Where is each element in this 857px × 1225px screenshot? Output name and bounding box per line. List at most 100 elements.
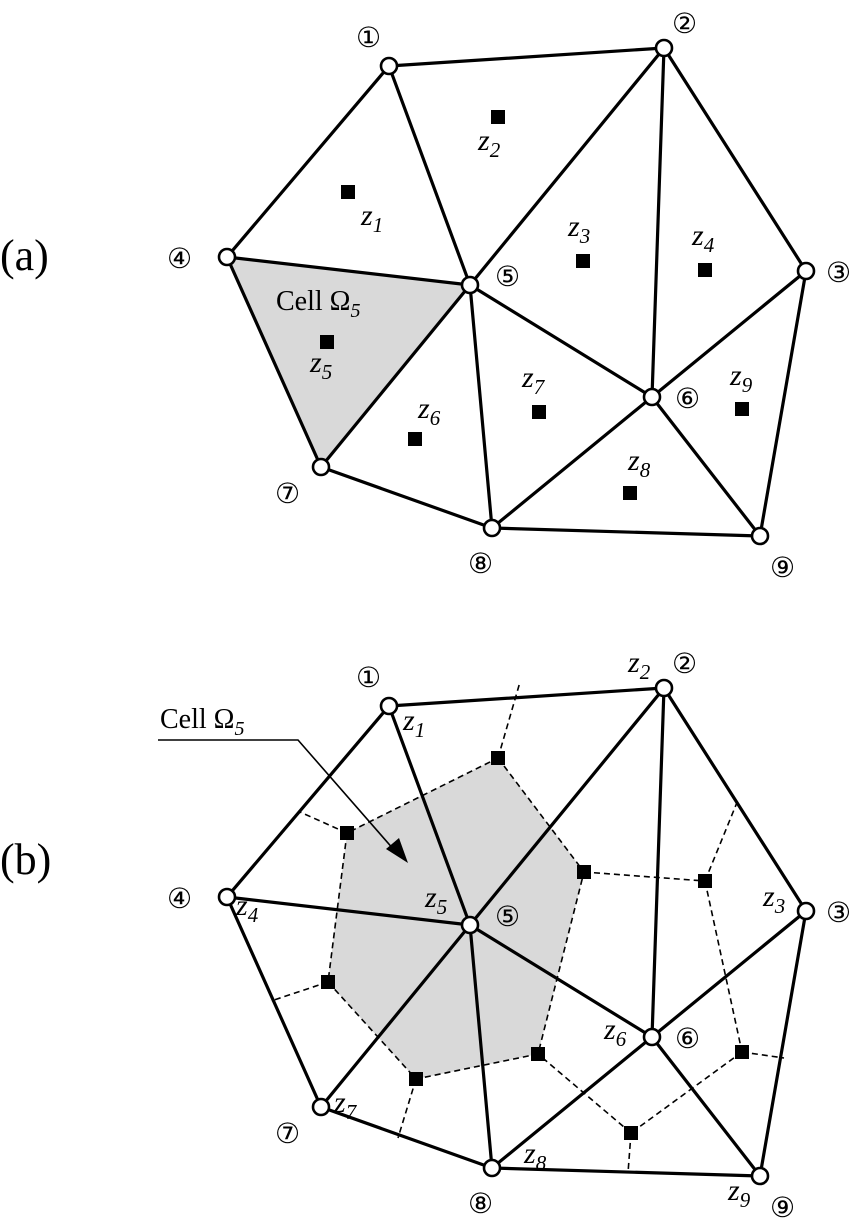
callout-leader-line bbox=[158, 739, 396, 852]
edge-2-5-a bbox=[468, 46, 666, 287]
edge-5-6-a bbox=[468, 283, 654, 399]
dual-edge-z3-to-z4 bbox=[583, 871, 706, 882]
cell-omega5-label-b: Cell Ω5 bbox=[160, 704, 244, 740]
dual-edge-z9-to-c39 bbox=[741, 1051, 785, 1059]
edge-5-7-a bbox=[319, 283, 472, 469]
mesh-edges-b bbox=[225, 686, 808, 1178]
edge-7-8-a bbox=[319, 465, 494, 530]
edge-6-8-a bbox=[490, 395, 654, 530]
nodes-a bbox=[217, 38, 816, 546]
centroid-marker-z2-b bbox=[491, 751, 505, 765]
node-4-b bbox=[217, 887, 237, 907]
centroid-marker-z3-b bbox=[577, 865, 591, 879]
centroid-marker-z6-a bbox=[408, 432, 422, 446]
z-label-5-b: z5 bbox=[424, 881, 447, 919]
mesh-edges-a bbox=[225, 46, 808, 538]
nodes-b bbox=[217, 678, 816, 1186]
dual-edge-z9-to-z8 bbox=[630, 1051, 743, 1134]
dual-edge-z8-to-c89 bbox=[627, 1132, 632, 1174]
edge-1-5-b bbox=[387, 704, 472, 927]
dual-edge-z6-to-c78 bbox=[397, 1078, 417, 1139]
edge-8-9-a bbox=[490, 526, 762, 538]
dual-edge-z4-to-c23 bbox=[704, 799, 739, 882]
node-number-labels-b: ① ② ③ ④ ⑤ ⑥ ⑦ ⑧ ⑨ bbox=[167, 647, 851, 1224]
edge-5-8-a bbox=[468, 283, 494, 530]
node-number-1-a: ① bbox=[356, 21, 381, 54]
edge-5-8-b bbox=[468, 923, 494, 1170]
edge-4-5-a bbox=[225, 255, 472, 287]
centroid-marker-z4-b bbox=[698, 874, 712, 888]
edge-1-2-a bbox=[387, 46, 666, 68]
edge-8-9-b bbox=[490, 1166, 762, 1178]
node-2-b bbox=[654, 678, 674, 698]
cell-omega5-callout-b: Cell Ω5 bbox=[158, 704, 408, 863]
node-number-1-b: ① bbox=[356, 661, 381, 694]
centroid-marker-z9-a bbox=[735, 402, 749, 416]
centroid-marker-z7-a bbox=[532, 405, 546, 419]
centroid-marker-z1-b bbox=[340, 826, 354, 840]
node-5-b bbox=[460, 915, 480, 935]
edge-4-7-a bbox=[225, 255, 323, 469]
node-3-a bbox=[796, 261, 816, 281]
z-label-8-a: z8 bbox=[627, 444, 651, 482]
panel-b: (b) bbox=[0, 646, 851, 1224]
edge-1-2-b bbox=[387, 686, 666, 708]
edge-1-5-a bbox=[387, 64, 472, 287]
node-number-8-a: ⑧ bbox=[468, 547, 493, 580]
edge-3-6-b bbox=[650, 909, 808, 1039]
node-number-6-a: ⑥ bbox=[675, 382, 700, 415]
panel-b-label: (b) bbox=[0, 835, 51, 884]
node-6-a bbox=[642, 387, 662, 407]
z-label-6-a: z6 bbox=[417, 392, 441, 430]
edge-6-9-a bbox=[650, 395, 762, 538]
z-label-1-b: z1 bbox=[402, 704, 425, 742]
z-label-3-a: z3 bbox=[567, 210, 590, 248]
node-number-7-b: ⑦ bbox=[275, 1117, 300, 1150]
edge-2-3-a bbox=[662, 46, 808, 273]
edge-3-9-a bbox=[758, 269, 808, 538]
centroid-marker-z2-a bbox=[491, 110, 505, 124]
panel-a-label: (a) bbox=[0, 231, 49, 280]
z-label-7-b: z7 bbox=[333, 1086, 358, 1124]
edge-6-8-b bbox=[490, 1035, 654, 1170]
edge-1-4-a bbox=[225, 64, 391, 259]
edge-4-5-b bbox=[225, 895, 472, 927]
centroid-marker-z7-b bbox=[531, 1047, 545, 1061]
edge-3-9-b bbox=[758, 909, 808, 1178]
node-number-6-b: ⑥ bbox=[675, 1022, 700, 1055]
centroid-labels-a: z1 z2 z3 z4 z5 z6 z7 z8 z9 bbox=[309, 124, 753, 482]
edge-7-8-b bbox=[319, 1105, 494, 1170]
edge-2-6-a bbox=[650, 46, 666, 399]
centroid-marker-z4-a bbox=[698, 263, 712, 277]
node-8-b bbox=[482, 1158, 502, 1178]
z-label-9-b: z9 bbox=[727, 1174, 751, 1212]
centroids-b bbox=[321, 751, 749, 1140]
shaded-cell-omega5-a bbox=[227, 257, 470, 467]
node-9-b bbox=[750, 1166, 770, 1186]
centroid-marker-z1-a bbox=[341, 185, 355, 199]
node-number-9-a: ⑨ bbox=[770, 551, 795, 584]
node-number-3-a: ③ bbox=[826, 256, 851, 289]
edge-5-7-b bbox=[319, 923, 472, 1109]
z-label-6-b: z6 bbox=[603, 1013, 627, 1051]
centroid-marker-z8-b bbox=[624, 1126, 638, 1140]
centroid-marker-z6-b bbox=[409, 1072, 423, 1086]
z-label-2-b: z2 bbox=[627, 646, 651, 684]
edge-2-5-b bbox=[468, 686, 666, 927]
edge-4-7-b bbox=[225, 895, 323, 1109]
z-label-4-b: z4 bbox=[235, 889, 259, 927]
z-label-2-a: z2 bbox=[477, 124, 501, 162]
z-label-7-a: z7 bbox=[521, 361, 546, 399]
node-9-a bbox=[750, 526, 770, 546]
node-number-labels-a: ① ② ③ ④ ⑤ ⑥ ⑦ ⑧ ⑨ bbox=[167, 7, 851, 584]
z-label-9-a: z9 bbox=[729, 359, 753, 397]
centroid-marker-z3-a bbox=[576, 254, 590, 268]
node-7-b bbox=[311, 1097, 331, 1117]
node-number-2-a: ② bbox=[672, 7, 697, 40]
node-number-5-b: ⑤ bbox=[495, 900, 520, 933]
centroid-marker-z5-a bbox=[320, 335, 334, 349]
node-6-b bbox=[642, 1027, 662, 1047]
vertex-z-labels-b: z1 z2 z3 z4 z5 z6 z7 z8 z9 bbox=[235, 646, 785, 1212]
node-number-2-b: ② bbox=[672, 647, 697, 680]
z-label-8-b: z8 bbox=[523, 1137, 547, 1175]
